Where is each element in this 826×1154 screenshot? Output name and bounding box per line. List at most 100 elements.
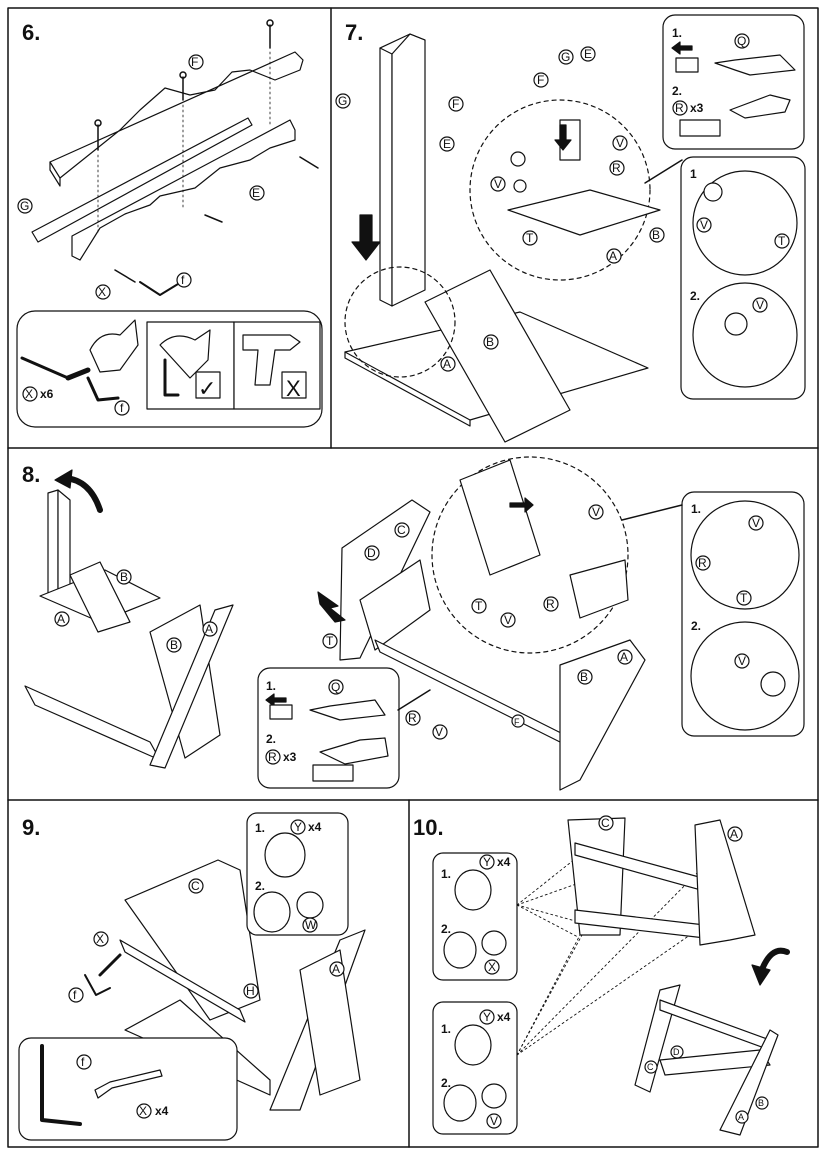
cam-lock-icon [513, 179, 527, 193]
qty-x4-9t: x4 [155, 1104, 169, 1118]
label-A-10s: A [738, 1112, 744, 1122]
qty-x3: x3 [690, 101, 704, 115]
label-Y-10a: Y [483, 855, 491, 869]
label-A-8b: A [205, 622, 213, 636]
label-C-9: C [191, 879, 200, 893]
board-F [49, 51, 304, 179]
step-9-diagram: C A H X f 1. Y x4 2. W [18, 812, 366, 1141]
substep-1-10a: 1. [441, 867, 451, 881]
qty-x4-10b: x4 [497, 1010, 511, 1024]
label-R-glue: R [675, 101, 684, 115]
substep-2-d: 2. [690, 289, 700, 303]
check-mark: ✓ [198, 376, 216, 401]
qty-x4-9: x4 [308, 820, 322, 834]
tool-box-9 [18, 1037, 238, 1141]
label-T-7: T [526, 231, 534, 245]
label-V-d2: V [756, 298, 764, 312]
step-10-number: 10. [413, 815, 444, 840]
label-X-9t: X [139, 1104, 147, 1118]
label-T-8d: T [740, 591, 748, 605]
detail-box-8 [681, 491, 805, 737]
label-B-7z: B [652, 228, 660, 242]
qty-x4-10a: x4 [497, 855, 511, 869]
page-frame [7, 7, 819, 1148]
label-X-9: X [96, 932, 104, 946]
step-8-diagram: B A B A D C T B A [24, 456, 805, 791]
substep-1-8: 1. [266, 679, 276, 693]
label-V-d1: V [700, 218, 708, 232]
arrow-left-icon [671, 41, 693, 55]
step-8-number: 8. [22, 462, 41, 487]
label-R-8z: R [546, 597, 555, 611]
step-7-diagram: G F E B A G F E V R V T B A [335, 14, 806, 443]
board-B [424, 269, 571, 443]
label-R-8: R [408, 711, 417, 725]
label-T-8: T [326, 634, 334, 648]
label-Q-8: Q [331, 680, 340, 694]
step-7-number: 7. [345, 20, 364, 45]
step-6-diagram: F G E X f X x6 f ✓ [16, 19, 323, 428]
label-B-8a: B [120, 570, 128, 584]
label-V-7a: V [494, 177, 502, 191]
substep-2-10a: 2. [441, 922, 451, 936]
label-f-9: f [73, 988, 77, 1002]
allen-key-icon [139, 281, 179, 296]
cam-lock-icon [760, 671, 786, 697]
screw-icon [94, 1069, 163, 1099]
label-f-tip: f [120, 401, 124, 415]
label-V-10b: V [490, 1114, 498, 1128]
label-T-8z: T [475, 599, 483, 613]
label-E-7z: E [584, 47, 592, 61]
label-V-8d1: V [752, 516, 760, 530]
drill-icon [242, 334, 301, 386]
label-H-9: H [246, 984, 255, 998]
step-10-diagram: 1. Y x4 2. X 1. Y x4 2. V [432, 815, 790, 1136]
label-V-8d2: V [738, 654, 746, 668]
glue-bottle-icon [714, 54, 796, 76]
label-C-10s: C [647, 1062, 654, 1072]
arrow-right-small-icon [509, 497, 534, 513]
substep-2-8: 2. [266, 732, 276, 746]
substep-1: 1. [672, 26, 682, 40]
label-A-7: A [443, 357, 451, 371]
cam-lock-icon [703, 182, 723, 202]
label-B-7: B [486, 335, 494, 349]
label-B-8b: B [170, 638, 178, 652]
allen-key-icon [84, 974, 111, 996]
hand-icon [89, 319, 139, 373]
label-X: X [98, 285, 106, 299]
label-A-8c: A [620, 650, 628, 664]
label-A-9: A [332, 962, 340, 976]
cross-mark: X [286, 376, 301, 401]
detail-box-7 [680, 156, 806, 400]
label-A-10: A [730, 827, 738, 841]
label-X-tip: X [25, 387, 33, 401]
label-D-10s: D [673, 1047, 680, 1057]
substep-1-plain: 1 [690, 167, 697, 181]
substep-1-9: 1. [255, 821, 265, 835]
cam-lock-icon [724, 312, 748, 336]
cap-X-icon [481, 930, 507, 956]
label-W-9: W [305, 918, 317, 932]
label-F-7: F [452, 97, 459, 111]
label-G-7z: G [561, 50, 570, 64]
cap-W-icon [296, 891, 324, 919]
label-G-7: G [338, 94, 347, 108]
qty-x3-8: x3 [283, 750, 297, 764]
label-V-8z: V [504, 613, 512, 627]
label-G: G [20, 199, 29, 213]
label-R-7z: R [612, 161, 621, 175]
upright-E [391, 33, 426, 307]
label-T-d1: T [778, 234, 786, 248]
label-R-8g: R [268, 750, 277, 764]
label-R-8d: R [698, 556, 707, 570]
label-E-7: E [443, 137, 451, 151]
label-F-8: F [514, 717, 520, 727]
label-f: f [181, 273, 185, 287]
label-Y-9: Y [294, 820, 302, 834]
label-Y-10b: Y [483, 1010, 491, 1024]
cam-lock-icon [510, 151, 526, 167]
arrow-right-icon [317, 591, 346, 623]
